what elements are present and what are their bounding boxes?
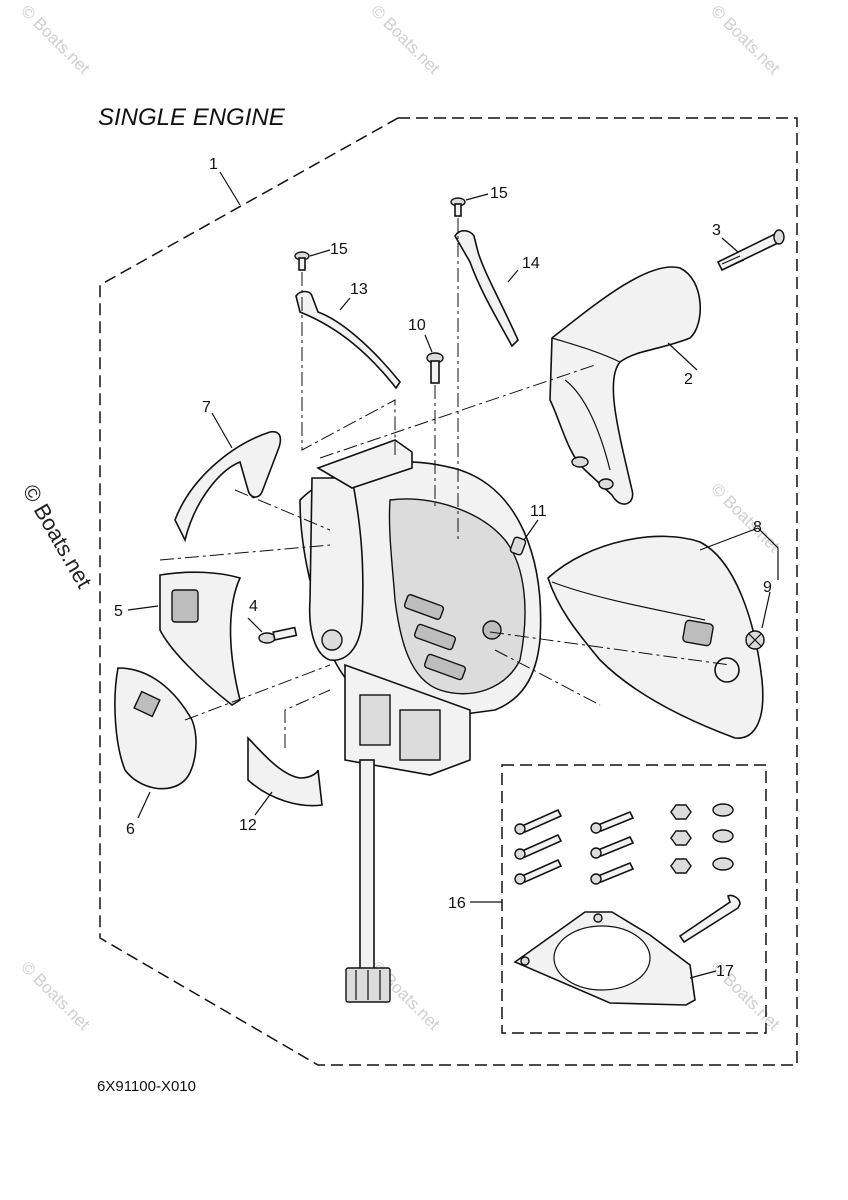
control-body-part xyxy=(299,439,542,1003)
watermark: © Boats.net xyxy=(367,1,444,78)
end-cap-6-part xyxy=(114,667,197,790)
assembly-boundary xyxy=(99,117,798,1066)
diagram-title: SINGLE ENGINE xyxy=(98,104,286,131)
watermark: © Boats.net xyxy=(17,1,94,78)
watermark: © Boats.net xyxy=(707,1,784,78)
side-strip-left-part xyxy=(295,290,401,390)
watermark: © Boats.net xyxy=(17,957,94,1034)
screw-4-part xyxy=(258,626,298,644)
callout-9: 9 xyxy=(763,579,772,596)
diagram-code: 6X91100-X010 xyxy=(97,1078,196,1095)
callout-12: 12 xyxy=(239,817,257,834)
hardware-kit-boundary xyxy=(501,764,767,1034)
screw-15-left xyxy=(294,251,310,271)
callout-17: 17 xyxy=(716,963,734,980)
callout-2: 2 xyxy=(684,371,693,388)
callout-13: 13 xyxy=(350,281,368,298)
callout-4: 4 xyxy=(249,598,258,615)
screw-15-right xyxy=(450,197,466,217)
callout-15-right: 15 xyxy=(490,185,508,202)
callout-1: 1 xyxy=(209,156,218,173)
callout-labels: 1 2 3 4 5 6 7 8 9 10 11 12 13 14 15 15 1… xyxy=(114,156,772,980)
side-panel-5-part xyxy=(159,571,242,706)
hardware-kit-16 xyxy=(513,803,741,1006)
callout-10: 10 xyxy=(408,317,426,334)
callout-14: 14 xyxy=(522,255,540,272)
watermark-side: © Boats.net xyxy=(18,480,97,592)
housing-cover-part xyxy=(549,266,701,505)
pin-11-part xyxy=(509,536,527,556)
bracket-12-part xyxy=(247,736,323,807)
long-bolt-part xyxy=(716,229,785,272)
badge-9-part xyxy=(745,630,765,650)
side-strip-right-part xyxy=(454,229,519,348)
top-cover-8-part xyxy=(547,535,764,739)
watermark: © Boats.net xyxy=(707,479,784,556)
screw-10 xyxy=(426,352,444,384)
leader-lines xyxy=(127,171,779,979)
callout-16: 16 xyxy=(448,895,466,912)
trim-cover-7-part xyxy=(174,430,282,543)
callout-11: 11 xyxy=(530,503,547,520)
callout-7: 7 xyxy=(202,399,211,416)
callout-3: 3 xyxy=(712,222,721,239)
callout-15-left: 15 xyxy=(330,241,348,258)
center-lines xyxy=(159,218,731,748)
callout-6: 6 xyxy=(126,821,135,838)
callout-5: 5 xyxy=(114,603,123,620)
callout-8: 8 xyxy=(753,519,762,536)
